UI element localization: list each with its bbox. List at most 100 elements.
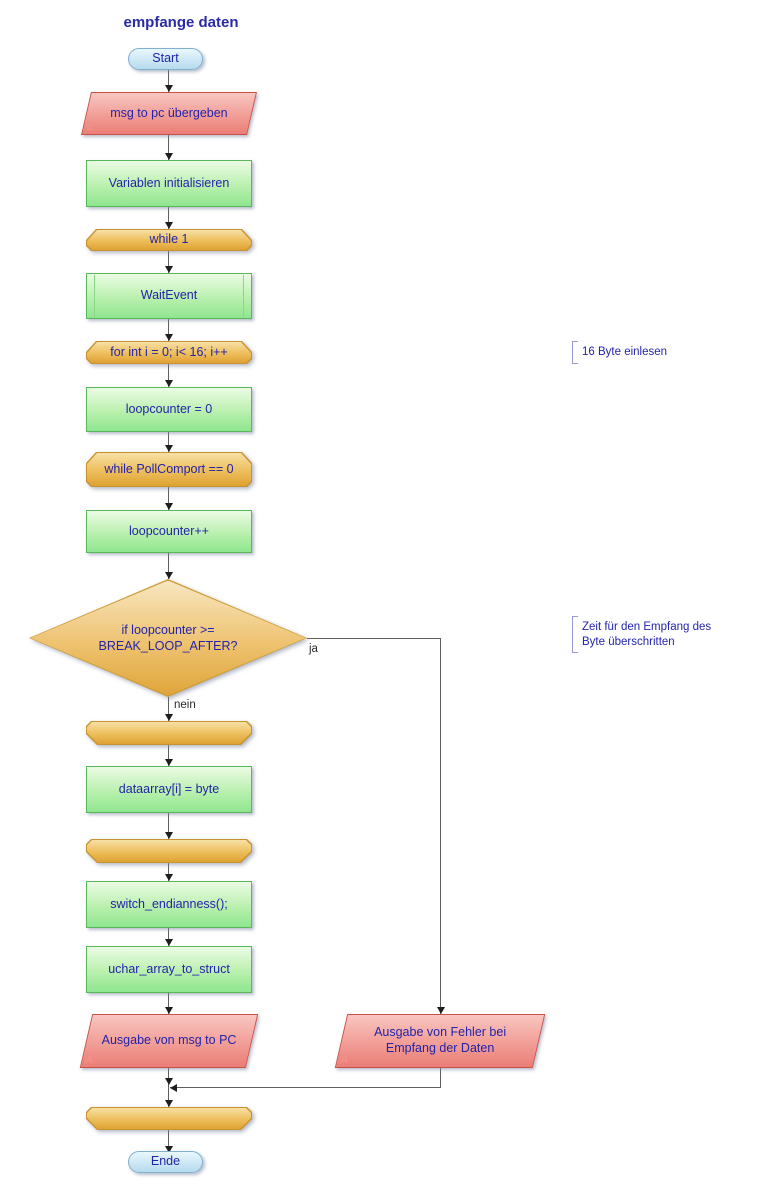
comment-text: 16 Byte einlesen (582, 346, 668, 359)
connector (168, 697, 169, 721)
loop-shape-fill (87, 722, 251, 744)
node-variablen-process[interactable]: Variablen initialisieren (86, 160, 252, 207)
node-loopcounter-init-process[interactable]: loopcounter = 0 (86, 387, 252, 432)
connector-ja-branch (307, 638, 440, 639)
connector (168, 863, 169, 881)
arrowhead (165, 832, 173, 839)
connector (168, 813, 169, 839)
arrowhead (165, 503, 173, 510)
connector (168, 364, 169, 387)
node-while-pollcomport-loop-start[interactable]: while PollComport == 0 (86, 452, 252, 487)
node-loopcounter-inc-process[interactable]: loopcounter++ (86, 510, 252, 553)
loop-shape-fill (87, 453, 251, 486)
arrowhead (165, 222, 173, 229)
node-uchar-array-process[interactable]: uchar_array_to_struct (86, 946, 252, 993)
node-label: msg to pc übergeben (110, 105, 228, 120)
node-label: Ausgabe von msg to PC (101, 1033, 237, 1048)
node-ende-terminator[interactable]: Ende (128, 1151, 203, 1173)
arrowhead (165, 1078, 173, 1085)
node-label: uchar_array_to_struct (108, 961, 230, 976)
node-label: loopcounter++ (129, 523, 209, 538)
node-decision-diamond[interactable]: if loopcounter >= BREAK_LOOP_AFTER? (29, 579, 307, 697)
io-corner-letter: A (340, 1054, 349, 1067)
arrowhead (165, 153, 173, 160)
node-label: loopcounter = 0 (125, 401, 213, 416)
node-label: while 1 (149, 232, 189, 247)
arrowhead (165, 572, 173, 579)
predefined-process-line (94, 275, 95, 317)
arrowhead (165, 1146, 173, 1153)
comment-zeit-empfang[interactable]: Zeit für den Empfang des Byte überschrit… (572, 616, 734, 653)
connector (168, 135, 169, 160)
loop-shape-fill (87, 1108, 251, 1129)
arrowhead (170, 1084, 177, 1092)
node-dataarray-process[interactable]: dataarray[i] = byte (86, 766, 252, 813)
loop-shape-fill (87, 342, 251, 363)
arrowhead (165, 334, 173, 341)
node-while-1-loop-start[interactable]: while 1 (86, 229, 252, 251)
connector (168, 251, 169, 273)
connector (168, 207, 169, 229)
connector (168, 487, 169, 510)
arrowhead (165, 445, 173, 452)
node-loop-end-3[interactable] (86, 1107, 252, 1130)
node-ausgabe-msg-io[interactable]: Ausgabe von msg to PC A (79, 1014, 259, 1068)
node-msg-to-pc-io[interactable]: msg to pc übergeben E (81, 92, 257, 135)
connector (168, 70, 169, 92)
node-label: Variablen initialisieren (108, 175, 230, 190)
comment-bracket (572, 341, 578, 364)
predefined-process-line (243, 275, 244, 317)
loop-shape-fill (87, 230, 251, 250)
io-corner-letter: E (86, 121, 94, 134)
arrowhead (165, 380, 173, 387)
arrowhead (437, 1007, 445, 1014)
node-label (86, 839, 252, 863)
io-corner-letter: A (85, 1054, 94, 1067)
arrowhead (165, 266, 173, 273)
connector (168, 745, 169, 766)
arrowhead (165, 759, 173, 766)
arrowhead (165, 1100, 173, 1107)
node-for-loop-start[interactable]: for int i = 0; i< 16; i++ (86, 341, 252, 364)
node-label: while PollComport == 0 (104, 461, 234, 476)
edge-label-ja: ja (309, 643, 318, 655)
arrowhead (165, 1007, 173, 1014)
comment-text: Zeit für den Empfang des Byte überschrit… (582, 621, 712, 648)
node-label: for int i = 0; i< 16; i++ (110, 344, 228, 359)
node-switch-endianness-process[interactable]: switch_endianness(); (86, 881, 252, 928)
comment-16-byte[interactable]: 16 Byte einlesen (572, 341, 692, 364)
node-label: if loopcounter >= BREAK_LOOP_AFTER? (98, 622, 238, 653)
node-loop-end-2[interactable] (86, 839, 252, 863)
arrowhead (165, 874, 173, 881)
node-label (86, 1107, 252, 1130)
node-label: WaitEvent (140, 288, 198, 303)
connector (168, 928, 169, 946)
node-label (86, 721, 252, 745)
node-label: Start (152, 51, 179, 66)
arrowhead (165, 939, 173, 946)
arrowhead (165, 714, 173, 721)
node-waitevent-predefined-process[interactable]: WaitEvent (86, 273, 252, 319)
connector-ja-branch (440, 1068, 441, 1087)
node-label: dataarray[i] = byte (118, 781, 220, 796)
edge-label-nein: nein (174, 699, 196, 711)
connector-ja-branch (170, 1087, 441, 1088)
connector (168, 1068, 169, 1087)
loop-shape-fill (87, 840, 251, 862)
node-label: Ende (150, 1154, 181, 1169)
connector (168, 993, 169, 1014)
arrowhead (165, 85, 173, 92)
node-loop-end-1[interactable] (86, 721, 252, 745)
comment-bracket (572, 616, 578, 653)
connector (168, 1130, 169, 1153)
connector-ja-branch (440, 638, 441, 1014)
connector (168, 1087, 169, 1107)
connector (168, 553, 169, 579)
node-start-terminator[interactable]: Start (128, 48, 203, 70)
node-label: Ausgabe von Fehler bei Empfang der Daten (373, 1025, 507, 1055)
connector (168, 432, 169, 452)
connector (168, 319, 169, 341)
diagram-title[interactable]: empfange daten (123, 14, 239, 31)
node-ausgabe-fehler-io[interactable]: Ausgabe von Fehler bei Empfang der Daten… (334, 1014, 546, 1068)
